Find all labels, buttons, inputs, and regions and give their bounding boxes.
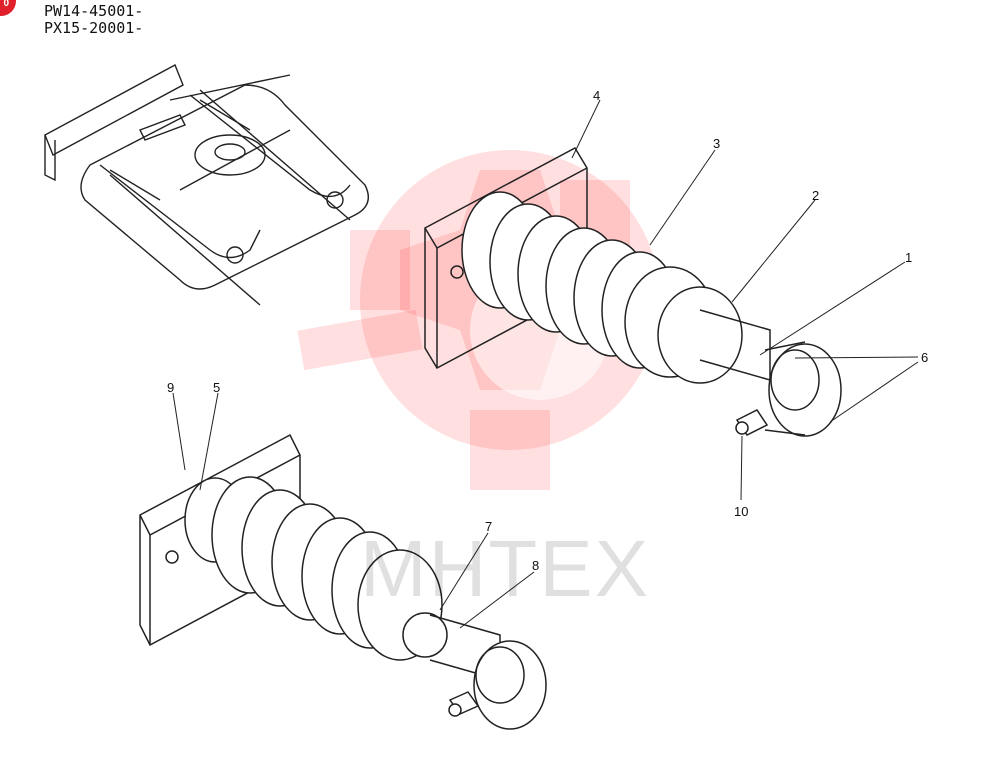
callout-10: 10 [734, 504, 748, 519]
undercarriage-overview [44, 64, 369, 306]
callout-6: 6 [921, 350, 928, 365]
callout-3: 3 [713, 136, 720, 151]
serial-range: PW14-45001- [44, 2, 144, 20]
callout-5: 5 [213, 380, 220, 395]
serial-range: PX15-20001- [44, 19, 144, 37]
callout-2: 2 [812, 188, 819, 203]
callout-7: 7 [485, 519, 492, 534]
watermark-text: MHTEX [360, 524, 650, 613]
callout-8: 8 [532, 558, 539, 573]
leader-lines [172, 99, 919, 629]
serial-number-list: PW14-45001- PX15-20001- [44, 3, 143, 37]
upper-recoil-spring-assembly [424, 147, 842, 437]
callout-labels: 1 2 3 4 5 6 7 8 9 10 [167, 88, 928, 573]
callout-4: 4 [593, 88, 600, 103]
callout-1: 1 [905, 250, 912, 265]
lower-recoil-spring-assembly [139, 433, 547, 730]
callout-9: 9 [167, 380, 174, 395]
